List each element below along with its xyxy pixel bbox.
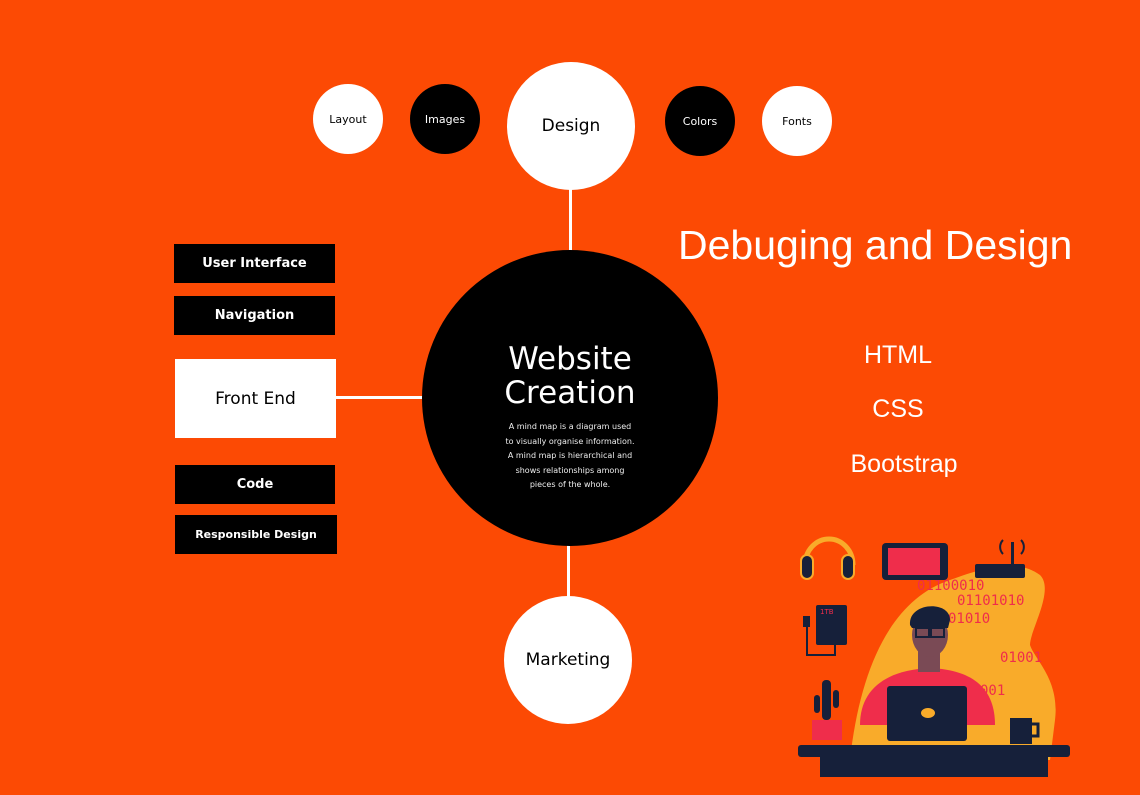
node-label: Images [424, 112, 466, 126]
node-colors: Colors [665, 86, 735, 156]
connector-marketing [567, 544, 570, 598]
tech-css: CSS [872, 395, 924, 423]
node-label: Fonts [782, 114, 812, 128]
drive-label: 1TB [820, 608, 834, 616]
node-front-end: Front End [175, 359, 336, 438]
router-icon [975, 539, 1025, 578]
node-user-interface: User Interface [174, 244, 335, 283]
desc-line: to visually organise information. [505, 436, 635, 446]
node-marketing: Marketing [504, 596, 632, 724]
binary-line: 01010 [948, 611, 990, 627]
connector-front-end [334, 396, 424, 399]
connector-design [569, 188, 572, 252]
node-design: Design [507, 62, 635, 190]
node-label: Marketing [525, 650, 611, 670]
node-label: Colors [682, 114, 718, 128]
node-label: Design [541, 116, 601, 136]
center-description: A mind map is a diagram used to visually… [505, 420, 634, 493]
binary-line: 01101010 [957, 593, 1024, 609]
binary-line: 01100010 [917, 578, 984, 594]
desc-line: shows relationships among [515, 465, 625, 475]
binary-text: 01100010 01101010 01010 01001 001 [917, 578, 1042, 699]
node-fonts: Fonts [762, 86, 832, 156]
desc-line: pieces of the whole. [529, 480, 611, 489]
desc-line: A mind map is a diagram used [508, 422, 632, 431]
cactus-icon [812, 680, 842, 740]
tech-bootstrap: Bootstrap [850, 450, 958, 478]
node-layout: Layout [313, 84, 383, 154]
developer-illustration: 01100010 01101010 01010 01001 001 1TB [798, 536, 1070, 777]
desk [798, 745, 1070, 777]
tablet-icon [882, 543, 948, 580]
mug-icon [1010, 718, 1040, 744]
tech-html: HTML [863, 341, 933, 369]
node-label: Front End [215, 388, 296, 409]
node-website-creation: Website Creation A mind map is a diagram… [422, 250, 718, 546]
node-label: Responsible Design [195, 528, 317, 541]
node-images: Images [410, 84, 480, 154]
binary-line: 01001 [1000, 650, 1042, 666]
center-title-line1: Website [508, 341, 632, 377]
center-title-line2: Creation [504, 375, 636, 411]
node-code: Code [175, 465, 335, 504]
node-label: Code [236, 477, 274, 492]
node-label: Layout [329, 112, 367, 126]
heading: Debuging and Design [678, 222, 1073, 268]
hard-drive-icon: 1TB [803, 605, 847, 656]
node-label: Navigation [214, 308, 295, 323]
headphones-icon [800, 536, 856, 580]
node-navigation: Navigation [174, 296, 335, 335]
node-label: User Interface [202, 256, 307, 271]
desc-line: A mind map is hierarchical and [507, 451, 633, 460]
laptop-icon [887, 686, 967, 741]
node-responsible-design: Responsible Design [175, 515, 337, 554]
